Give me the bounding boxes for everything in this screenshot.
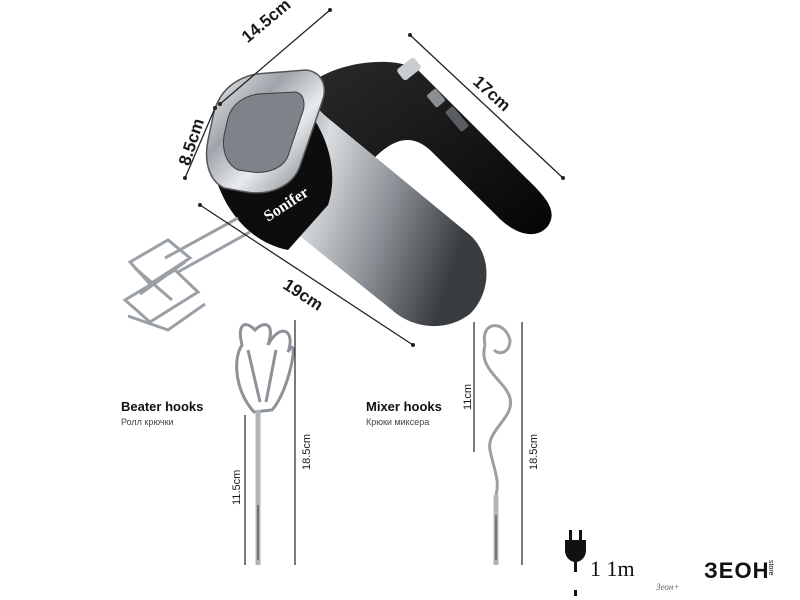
- mixer-hook-length: 11cm: [462, 383, 474, 410]
- dimension-ticks: [183, 8, 565, 347]
- mixer-handle: [300, 61, 552, 235]
- speed-slider: [445, 106, 469, 132]
- mixer-vent: [223, 91, 305, 173]
- attached-beaters: [122, 216, 251, 332]
- beater-hooks-subtitle: Ролл крючки: [121, 417, 174, 427]
- mixer-hooks-title: Mixer hooks: [366, 399, 442, 414]
- zeon-logo: ЗЕОН: [704, 558, 770, 583]
- mixer-dim-lines: [473, 322, 523, 565]
- footer-subtext: Зеон+: [656, 582, 680, 592]
- mixer-total-length: 18.5cm: [528, 433, 540, 470]
- zeon-logo-side: store: [767, 560, 774, 576]
- speed-button: [427, 88, 445, 108]
- mixer-hook-illustration: [482, 324, 512, 565]
- mixer-hooks-subtitle: Крюки миксера: [366, 417, 430, 427]
- beater-hooks-title: Beater hooks: [121, 399, 204, 414]
- dimension-lines: [184, 9, 564, 346]
- eject-button: [397, 57, 421, 81]
- beater-hook-illustration: [235, 323, 295, 565]
- footer-code: 1 1m: [590, 556, 635, 581]
- beater-total-length: 18.5cm: [301, 433, 313, 470]
- beater-dim-lines: [244, 320, 296, 565]
- plug-icon: [565, 530, 586, 596]
- beater-shaft-length: 11.5cm: [231, 469, 243, 505]
